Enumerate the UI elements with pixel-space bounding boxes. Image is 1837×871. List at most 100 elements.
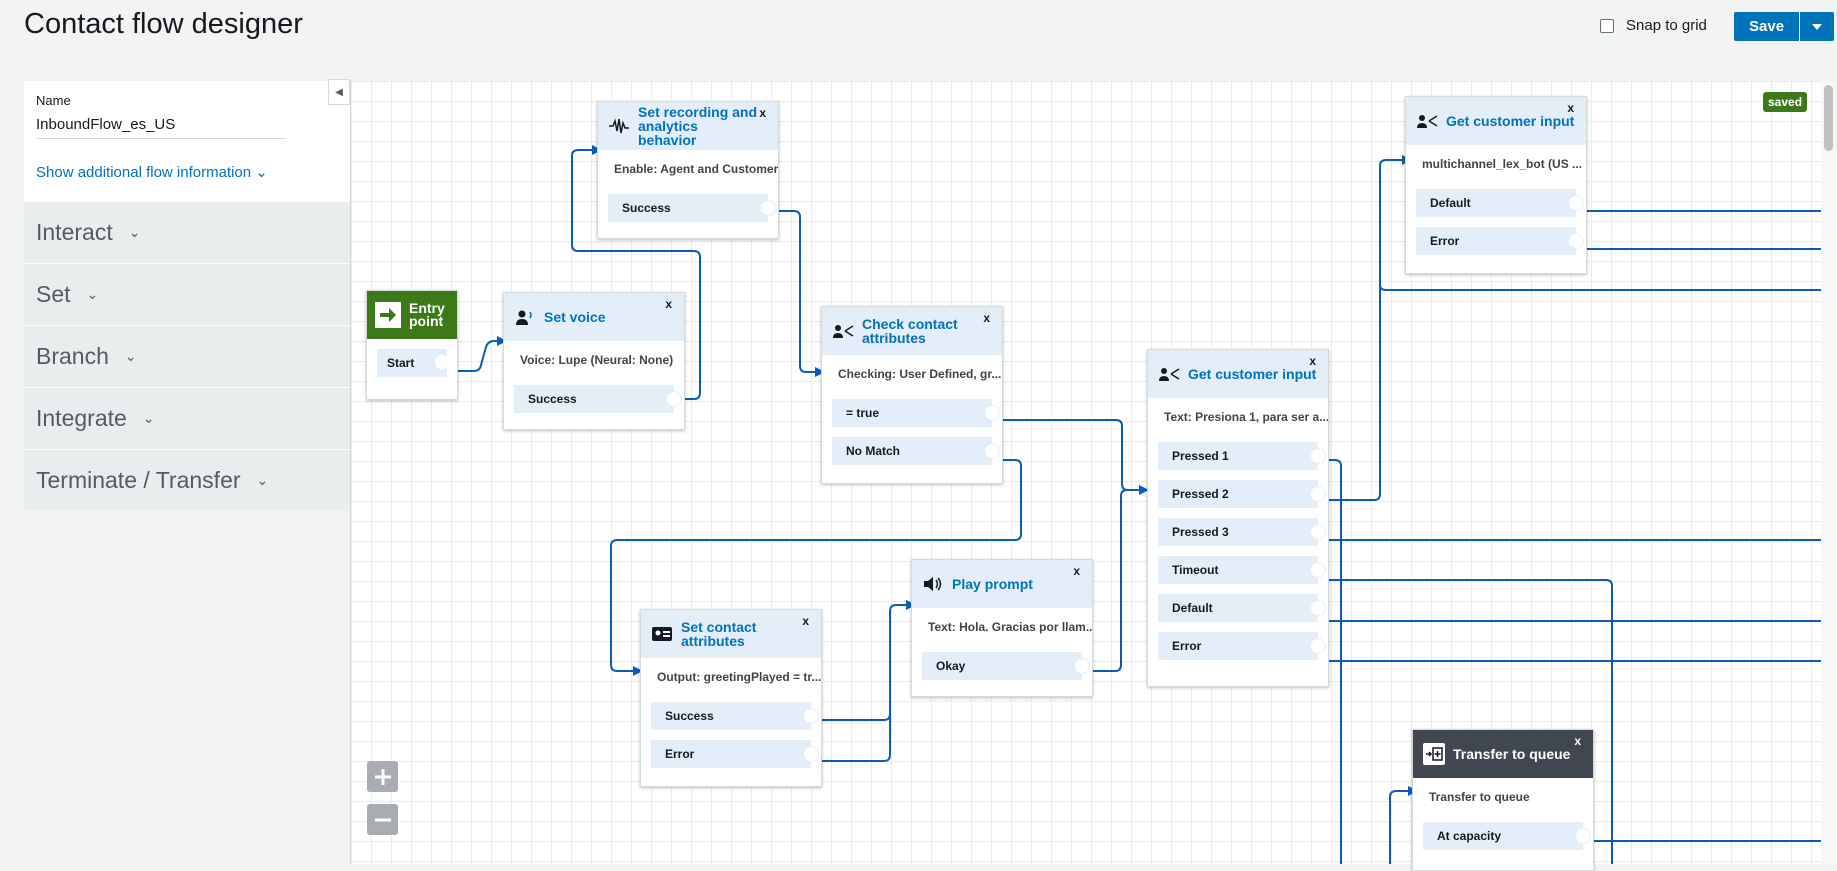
connector-dot[interactable] (1310, 486, 1326, 502)
block-description: Text: Presiona 1, para ser a... (1164, 410, 1328, 424)
set-recording-block[interactable]: Set recording and analytics behavior x E… (597, 101, 779, 239)
connector-dot[interactable] (984, 405, 1000, 421)
branch-timeout[interactable]: Timeout (1158, 556, 1326, 584)
waveform-icon (608, 115, 630, 137)
branch-label: Error (1172, 639, 1202, 653)
branch-default[interactable]: Default (1416, 189, 1584, 217)
vertical-scrollbar[interactable] (1821, 81, 1837, 864)
speaker-icon (922, 573, 944, 595)
scrollbar-thumb[interactable] (1824, 85, 1833, 151)
flow-name-field[interactable]: InboundFlow_es_US (36, 116, 286, 139)
entry-point-block[interactable]: Entry point Start (366, 290, 458, 400)
block-description: Transfer to queue (1429, 790, 1530, 804)
branch-label: Pressed 3 (1172, 525, 1229, 539)
connector-dot[interactable] (1568, 195, 1584, 211)
category-branch[interactable]: Branch⌄ (24, 325, 350, 387)
block-title: Get customer input (1188, 366, 1317, 382)
connector-dot[interactable] (1310, 600, 1326, 616)
block-header: Set recording and analytics behavior x (598, 102, 778, 150)
connector-dot[interactable] (1568, 233, 1584, 249)
branch-label: Okay (936, 659, 966, 673)
save-dropdown-button[interactable] (1799, 12, 1835, 41)
chevron-down-icon: ⌄ (255, 164, 268, 181)
block-title: Play prompt (952, 576, 1033, 592)
block-title: Set recording and analytics behavior (638, 104, 758, 148)
branch-error[interactable]: Error (651, 740, 819, 768)
category-label: Interact (36, 219, 113, 245)
branch-true[interactable]: = true (832, 399, 1000, 427)
close-icon[interactable]: x (802, 614, 809, 628)
connector-dot[interactable] (1310, 638, 1326, 654)
block-title: Get customer input (1446, 113, 1575, 129)
block-title: Entry point (409, 300, 445, 329)
branch-success[interactable]: Success (514, 385, 682, 413)
flow-canvas[interactable] (350, 81, 1822, 864)
close-icon[interactable]: x (1574, 734, 1581, 748)
connector-dot[interactable] (803, 708, 819, 724)
category-label: Integrate (36, 405, 127, 431)
left-panel: Name InboundFlow_es_US Show additional f… (24, 81, 350, 864)
branch-okay[interactable]: Okay (922, 652, 1090, 680)
category-set[interactable]: Set⌄ (24, 263, 350, 325)
branch-label: At capacity (1437, 829, 1502, 843)
connector-dot[interactable] (1310, 448, 1326, 464)
branch-label: Error (665, 747, 695, 761)
set-voice-block[interactable]: Set voice x Voice: Lupe (Neural: None) S… (503, 292, 685, 430)
show-more-link[interactable]: Show additional flow information ⌄ (36, 163, 338, 181)
branch-at-capacity[interactable]: At capacity (1423, 822, 1591, 850)
branch-start[interactable]: Start (377, 349, 449, 377)
connector-dot[interactable] (435, 355, 449, 369)
close-icon[interactable]: x (983, 311, 990, 325)
branch-pressed-1[interactable]: Pressed 1 (1158, 442, 1326, 470)
category-label: Set (36, 281, 71, 307)
branch-success[interactable]: Success (608, 194, 776, 222)
close-icon[interactable]: x (665, 297, 672, 311)
branch-success[interactable]: Success (651, 702, 819, 730)
save-button[interactable]: Save (1734, 12, 1800, 41)
zoom-out-button[interactable] (367, 804, 398, 835)
connector-dot[interactable] (1310, 562, 1326, 578)
close-icon[interactable]: x (759, 106, 766, 120)
play-prompt-block[interactable]: Play prompt x Text: Hola. Gracias por ll… (911, 559, 1093, 697)
connector-dot[interactable] (1074, 658, 1090, 674)
get-customer-input-block[interactable]: Get customer input x Text: Presiona 1, p… (1147, 349, 1329, 687)
snap-to-grid[interactable]: Snap to grid (1600, 17, 1707, 34)
close-icon[interactable]: x (1309, 354, 1316, 368)
close-icon[interactable]: x (1567, 101, 1574, 115)
branch-label: Success (665, 709, 714, 723)
snap-checkbox[interactable] (1600, 18, 1614, 33)
connector-dot[interactable] (1310, 524, 1326, 540)
category-interact[interactable]: Interact⌄ (24, 201, 350, 263)
id-card-icon (651, 623, 673, 645)
connector-dot[interactable] (803, 746, 819, 762)
branch-no-match[interactable]: No Match (832, 437, 1000, 465)
close-icon[interactable]: x (1073, 564, 1080, 578)
save-button-group[interactable]: Save (1734, 12, 1835, 41)
get-customer-input-lex-block[interactable]: Get customer input x multichannel_lex_bo… (1405, 96, 1587, 274)
check-contact-attributes-block[interactable]: Check contact attributes x Checking: Use… (821, 306, 1003, 484)
branch-error[interactable]: Error (1158, 632, 1326, 660)
block-description: Enable: Agent and Customer (614, 162, 778, 176)
connector-dot[interactable] (760, 200, 776, 216)
set-contact-attributes-block[interactable]: Set contact attributes x Output: greetin… (640, 609, 822, 787)
connector-dot[interactable] (1575, 828, 1591, 844)
branch-error[interactable]: Error (1416, 227, 1584, 255)
category-terminate-transfer[interactable]: Terminate / Transfer⌄ (24, 449, 350, 511)
collapse-panel-button[interactable]: ◀ (328, 79, 350, 105)
block-header: Get customer input x (1406, 97, 1586, 145)
chevron-down-icon: ⌄ (256, 472, 269, 488)
transfer-to-queue-block[interactable]: Transfer to queue x Transfer to queue At… (1412, 729, 1594, 871)
input-icon (1158, 363, 1180, 385)
branch-pressed-3[interactable]: Pressed 3 (1158, 518, 1326, 546)
zoom-in-button[interactable] (367, 761, 398, 792)
branch-label: No Match (846, 444, 900, 458)
connector-dot[interactable] (666, 391, 682, 407)
branch-pressed-2[interactable]: Pressed 2 (1158, 480, 1326, 508)
block-title: Set voice (544, 309, 606, 325)
branch-label: = true (846, 406, 880, 420)
branch-default[interactable]: Default (1158, 594, 1326, 622)
block-description: Checking: User Defined, gr... (838, 367, 1002, 381)
branch-label: Error (1430, 234, 1460, 248)
category-integrate[interactable]: Integrate⌄ (24, 387, 350, 449)
connector-dot[interactable] (984, 443, 1000, 459)
